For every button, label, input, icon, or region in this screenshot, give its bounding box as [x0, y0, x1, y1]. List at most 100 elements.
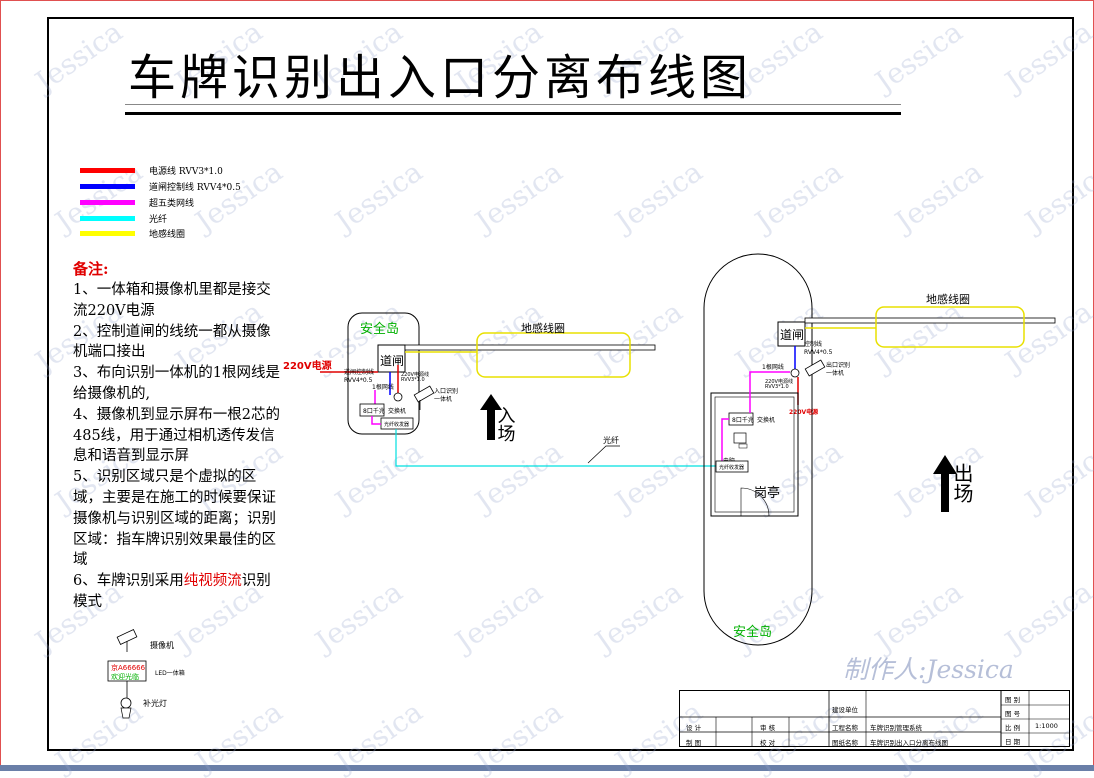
title-block-grid: [678, 689, 1070, 747]
fiber-label: 光纤: [603, 435, 619, 445]
tb-date-label: 日 期: [1005, 738, 1021, 746]
note-2: 2、控制道闸的线统一都从摄像机端口接出: [73, 323, 271, 361]
entry-barrier-arm: [404, 344, 656, 351]
device-legend-led-label: LED一体箱: [155, 669, 185, 677]
device-legend-led-line1: 京A66666: [111, 663, 146, 672]
entry-barrier-label: 道闸: [380, 354, 404, 368]
entry-safety-island: [347, 312, 420, 435]
legend-label: 道闸控制线 RVV4*0.5: [149, 182, 241, 193]
legend-swatch: [80, 199, 135, 205]
device-legend-camera-label: 摄像机: [150, 640, 174, 650]
entry-switch-label: 8口千兆: [363, 407, 385, 415]
exit-control-label: 控制线: [804, 340, 822, 348]
entry-loop-label: 地感线圈: [521, 321, 565, 335]
exit-power-label: 220V电源: [789, 408, 818, 416]
exit-pc-monitor: [733, 432, 747, 444]
device-legend-light: [120, 697, 132, 709]
window-bottom-strip: [0, 765, 1094, 771]
exit-loop-label: 地感线圈: [926, 292, 970, 306]
legend-item-fiber: 光纤: [80, 211, 167, 225]
note-5: 5、识别区域只是个虚拟的区域，主要是在施工的时候要保证摄像机与识别区域的距离；识…: [73, 469, 276, 569]
notes-body: 1、一体箱和摄像机里都是接交流220V电源 2、控制道闸的线统一都从摄像机端口接…: [73, 280, 283, 613]
entry-switch-to-transceiver: [371, 416, 381, 425]
exit-network-cable: [749, 371, 790, 392]
exit-transceiver-label: 光纤收发器: [719, 464, 744, 471]
device-legend-camera: [116, 629, 138, 645]
entry-cable-label: 220V电源线: [401, 371, 429, 378]
note-6-highlight: 纯视频流: [183, 573, 242, 590]
author-credit: 制作人:Jessica: [843, 655, 1014, 684]
tb-design: 设 计: [686, 724, 702, 732]
exit-guard-booth-inner: [714, 396, 795, 513]
exit-switch-to-transceiver: [721, 418, 729, 466]
entry-control-spec: RVV4*0.5: [344, 377, 373, 384]
exit-net-label: 1根网线: [762, 363, 784, 371]
entry-ground-loop: [476, 332, 631, 378]
tb-drawing-category: 图 别: [1005, 696, 1021, 704]
entry-camera-label: 入口识别: [434, 387, 458, 395]
legend-swatch: [80, 167, 135, 173]
exit-control-spec: RVV4*0.5: [804, 349, 833, 356]
booth-door: [740, 487, 770, 517]
drawing-title: 车牌识别出入口分离布线图: [128, 50, 753, 106]
exit-barrier-arm: [804, 317, 1056, 324]
entry-barrier-gate: [377, 344, 406, 373]
legend-label: 光纤: [149, 214, 168, 225]
entry-junction: [393, 392, 403, 402]
tb-review: 审 核: [760, 724, 776, 732]
note-4: 4、摄像机到显示屏布一根2芯的485线，用于通过相机透传发信息和语音到显示屏: [73, 406, 280, 465]
title-block: 建设单位 工程名称 车牌识别管理系统 图纸名称 车牌识别出入口分离布线图 设 计…: [678, 689, 1070, 747]
legend-label: 地感线圈: [149, 229, 186, 240]
fiber-run: [395, 429, 722, 467]
entry-control-label: 道闸控制线: [344, 368, 374, 376]
exit-cable-spec: RVV3*1.0: [765, 384, 789, 390]
device-legend-light-label: 补光灯: [143, 698, 167, 708]
note-6-after: 识别模式: [73, 573, 271, 610]
notes-panel: 备注: 1、一体箱和摄像机里都是接交流220V电源 2、控制道闸的线统一都从摄像…: [73, 258, 283, 613]
legend-item-power: 电源线 RVV3*1.0: [80, 163, 223, 177]
entry-power-label: 220V电源: [283, 359, 332, 372]
exit-direction-label: 出场: [950, 463, 974, 503]
entry-camera: [413, 385, 435, 403]
tb-scale-label: 比 例: [1005, 724, 1021, 732]
fiber-leader: [587, 445, 620, 464]
legend-item-network: 超五类网线: [80, 195, 194, 209]
tb-drawing-name-label: 图纸名称: [832, 739, 858, 747]
legend-swatch: [80, 183, 135, 189]
exit-switch-label2: 交换机: [757, 416, 775, 424]
legend-swatch: [80, 230, 135, 236]
tb-project-name-value: 车牌识别管理系统: [870, 724, 922, 732]
note-6: 6、车牌识别采用纯视频流识别模式: [73, 571, 283, 613]
exit-switch-label: 8口千兆: [732, 416, 754, 424]
drawing-border: [47, 17, 1074, 751]
legend-item-loop: 地感线圈: [80, 226, 185, 240]
device-legend-light-base: [120, 707, 132, 719]
note-1: 1、一体箱和摄像机里都是接交流220V电源: [73, 282, 271, 319]
exit-barrier-gate: [777, 321, 806, 347]
exit-fiber-transceiver: [715, 460, 749, 473]
tb-drafting: 制 图: [686, 739, 702, 747]
entry-direction-arrow: [480, 394, 502, 440]
entry-power-source: [282, 358, 344, 372]
legend-label: 电源线 RVV3*1.0: [149, 166, 223, 177]
note-6-before: 6、车牌识别采用: [73, 573, 184, 590]
tb-drawing-number: 图 号: [1005, 710, 1021, 718]
legend-label: 超五类网线: [149, 198, 195, 209]
exit-ground-loop: [875, 306, 1025, 348]
tb-drawing-name-value: 车牌识别出入口分离布线图: [870, 739, 948, 747]
entry-net-label: 1根网线: [372, 383, 394, 391]
exit-direction-arrow: [933, 455, 957, 512]
entry-camera-label2: 一体机: [434, 395, 452, 403]
legend-swatch: [80, 215, 135, 221]
entry-switch-label2: 交换机: [388, 407, 406, 415]
title-underline-thin: [125, 104, 901, 105]
entry-island-label: 安全岛: [360, 321, 399, 337]
exit-guard-booth: [710, 392, 799, 517]
tb-construction-unit: 建设单位: [832, 706, 858, 714]
legend-item-barrier-control: 道闸控制线 RVV4*0.5: [80, 179, 241, 193]
title-underline-thick: [125, 112, 901, 115]
exit-camera-label: 出口识别: [826, 361, 850, 369]
entry-transceiver-label: 光纤收发器: [384, 421, 409, 428]
